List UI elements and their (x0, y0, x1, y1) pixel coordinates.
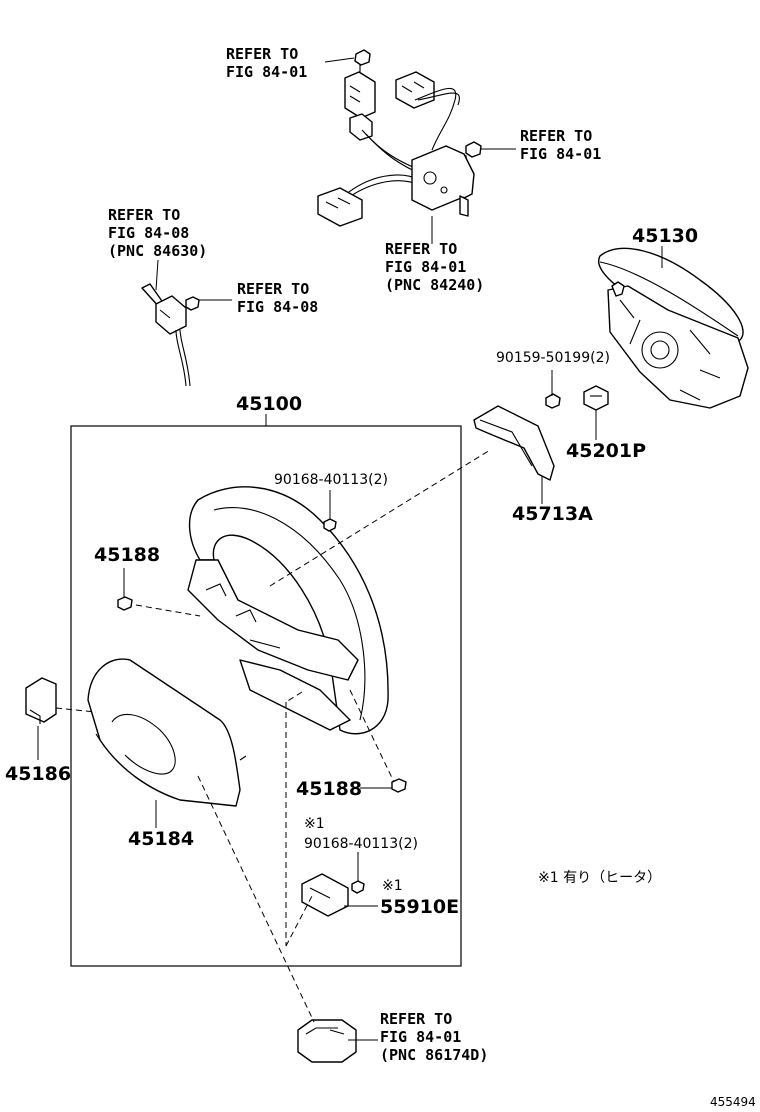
part-90168-40113-bottom: 90168-40113(2) (304, 836, 418, 852)
connector-84630 (141, 283, 200, 387)
ref-bottom-line3: (PNC 86174D) (380, 1046, 488, 1064)
ref-harness-line3: (PNC 84240) (385, 276, 484, 294)
ref-top-line2: FIG 84-01 (226, 63, 307, 81)
lower-cover-45184 (87, 658, 247, 807)
part-45186: 45186 (5, 763, 71, 785)
note-mark-a: ※1 (304, 816, 325, 832)
part-90159-50199: 90159-50199(2) (496, 350, 610, 366)
part-90168-40113-top: 90168-40113(2) (274, 472, 388, 488)
part-55910E: 55910E (380, 896, 459, 918)
part-45130: 45130 (632, 225, 698, 247)
wiring-harness-84240 (317, 49, 516, 227)
note-mark-b: ※1 (382, 878, 403, 894)
ref-left-line1: REFER TO (108, 206, 180, 224)
ref-bottom-line1: REFER TO (380, 1010, 452, 1028)
switch-86174D (297, 1019, 357, 1063)
part-45188-bottom: 45188 (296, 778, 362, 800)
part-45188-top: 45188 (94, 544, 160, 566)
part-45100: 45100 (236, 393, 302, 415)
cover-45186 (25, 677, 57, 724)
part-45184: 45184 (128, 828, 194, 850)
ref-top-line1: REFER TO (226, 45, 298, 63)
part-45201P: 45201P (566, 440, 646, 462)
ref-right-top-line1: REFER TO (520, 127, 592, 145)
ref-right-top-line2: FIG 84-01 (520, 145, 601, 163)
ref-left-bolt-line2: FIG 84-08 (237, 298, 318, 316)
ref-left-line3: (PNC 84630) (108, 242, 207, 260)
ref-left-line2: FIG 84-08 (108, 224, 189, 242)
heater-module-55910E (301, 873, 349, 917)
part-45713A: 45713A (512, 503, 593, 525)
ref-left-bolt-line1: REFER TO (237, 280, 309, 298)
diagram-id: 455494 (710, 1095, 756, 1109)
cover-45713A (473, 405, 555, 481)
ref-harness-line1: REFER TO (385, 240, 457, 258)
heater-note: ※1 有り（ヒータ） (538, 870, 661, 886)
ref-bottom-line2: FIG 84-01 (380, 1028, 461, 1046)
ref-harness-line2: FIG 84-01 (385, 258, 466, 276)
airbag-45130 (597, 247, 749, 409)
steering-wheel-45100 (187, 486, 389, 735)
